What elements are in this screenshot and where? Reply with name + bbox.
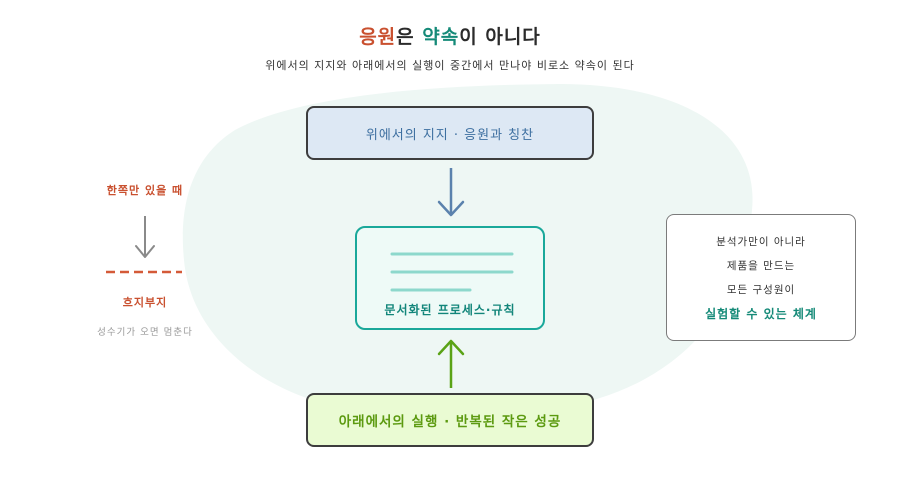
broken-dashed-line xyxy=(106,270,182,274)
document-lines-icon xyxy=(390,252,514,292)
right-accent-line: 실험할 수 있는 체계 xyxy=(705,306,817,321)
documented-process-label: 문서화된 프로세스·규칙 xyxy=(384,303,516,317)
fizzle-label: 흐지부지 xyxy=(122,296,168,309)
top-support-box: 위에서의 지지 · 응원과 칭찬 xyxy=(306,106,594,160)
experiment-system-box: 분석가만이 아니라 제품을 만드는 모든 구성원이 실험할 수 있는 체계 xyxy=(666,214,856,341)
arrow-down-gray-icon xyxy=(135,216,155,258)
bottom-execution-label: 아래에서의 실행 · 반복된 작은 성공 xyxy=(338,414,562,430)
title-part2: 이 아니다 xyxy=(459,26,541,48)
right-line-2: 제품을 만드는 xyxy=(726,259,796,272)
arrow-up-icon xyxy=(437,339,465,388)
right-line-1: 분석가만이 아니라 xyxy=(716,235,806,248)
title-word-cheer: 응원 xyxy=(359,26,397,48)
fizzle-caption: 성수기가 오면 멈춘다 xyxy=(97,327,193,338)
top-support-label: 위에서의 지지 · 응원과 칭찬 xyxy=(365,127,535,143)
title-part1: 은 xyxy=(396,26,423,48)
diagram-title: 응원은 약속이 아니다 xyxy=(0,22,900,49)
one-side-heading: 한쪽만 있을 때 xyxy=(106,184,184,197)
title-word-promise: 약속 xyxy=(422,26,460,48)
arrow-down-icon xyxy=(437,168,465,217)
documented-process-box: 문서화된 프로세스·규칙 xyxy=(355,226,545,330)
bottom-execution-box: 아래에서의 실행 · 반복된 작은 성공 xyxy=(306,393,594,447)
diagram-subtitle: 위에서의 지지와 아래에서의 실행이 중간에서 만나야 비로소 약속이 된다 xyxy=(265,59,635,72)
right-line-3: 모든 구성원이 xyxy=(726,283,796,296)
